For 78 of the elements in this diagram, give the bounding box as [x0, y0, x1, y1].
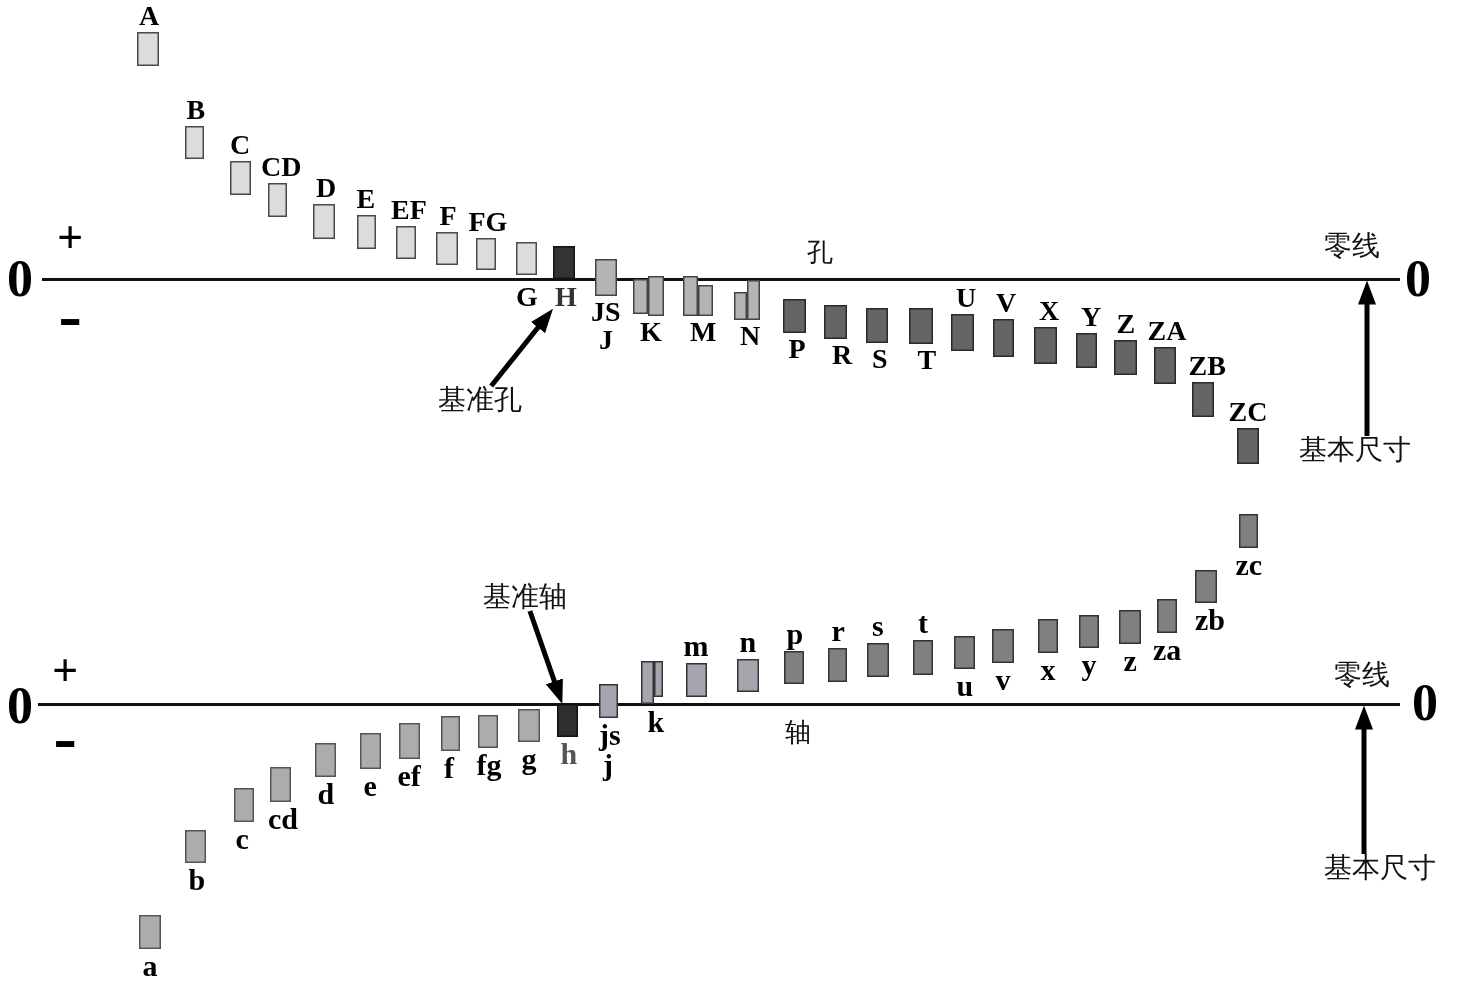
- bar-label: h: [560, 739, 578, 769]
- bar-label: ZA: [1147, 317, 1187, 345]
- bar-label: X: [1039, 297, 1060, 325]
- bar-label: fg: [476, 750, 502, 780]
- arrow: [1358, 280, 1376, 436]
- bar-label: e: [363, 771, 377, 801]
- bar-label: r: [831, 616, 845, 646]
- minus-sign: -: [58, 281, 82, 351]
- bar-label: j: [603, 750, 613, 780]
- bar-label: js: [599, 720, 621, 750]
- arrow: [489, 307, 555, 388]
- bar-label: Y: [1081, 303, 1102, 331]
- callout-text: 基准孔: [438, 386, 522, 414]
- bar-label: p: [786, 619, 804, 649]
- bar-label: FG: [468, 208, 508, 236]
- bar-label: u: [956, 671, 974, 701]
- bar-label: ef: [397, 761, 421, 791]
- line-label: 零线: [1324, 232, 1380, 260]
- bar-label: y: [1081, 650, 1097, 680]
- zero-label: 0: [1405, 253, 1431, 305]
- bar-label: v: [995, 665, 1011, 695]
- bar-label: K: [640, 318, 662, 346]
- bar-label: Z: [1116, 310, 1136, 338]
- bar-label: zc: [1235, 550, 1263, 580]
- bar-label: a: [142, 951, 158, 981]
- zero-label: 0: [7, 253, 33, 305]
- bar-label: x: [1040, 655, 1056, 685]
- bar-label: CD: [261, 153, 302, 181]
- bar-label: T: [917, 346, 937, 374]
- plus-sign: +: [57, 215, 84, 261]
- bar-label: JS: [591, 298, 621, 326]
- callout-text: 基本尺寸: [1299, 436, 1411, 464]
- arrow: [1355, 705, 1373, 854]
- bar-label: g: [521, 744, 537, 774]
- bar-label: C: [230, 131, 251, 159]
- zero-label: 0: [1412, 677, 1438, 729]
- line-label: 零线: [1334, 661, 1390, 689]
- zero-line: [38, 702, 1400, 706]
- region-label: 孔: [807, 240, 833, 266]
- bar-label: S: [872, 345, 888, 373]
- callout-text: 基准轴: [483, 583, 567, 611]
- bar-label: D: [316, 174, 337, 202]
- bar-label: z: [1123, 646, 1137, 676]
- bar-label: M: [690, 318, 717, 346]
- zero-line: [42, 277, 1400, 281]
- bar-label: F: [439, 202, 457, 230]
- callout-text: 基本尺寸: [1324, 854, 1436, 882]
- bar-label: cd: [268, 804, 298, 834]
- minus-sign: -: [53, 703, 77, 773]
- bar-label: b: [188, 865, 206, 895]
- bar-label: V: [996, 289, 1017, 317]
- bar-label: ZB: [1188, 352, 1226, 380]
- bar-label: R: [832, 341, 853, 369]
- arrow: [527, 610, 565, 705]
- bar-label: U: [956, 284, 977, 312]
- bar-label: zb: [1195, 605, 1225, 635]
- bar-label: A: [139, 2, 160, 30]
- bar-label: f: [444, 753, 454, 783]
- bar-label: B: [186, 96, 206, 124]
- bar-label: k: [647, 707, 665, 737]
- bar-label: n: [739, 627, 757, 657]
- bar-label: H: [555, 283, 577, 311]
- bar-label: t: [918, 608, 928, 638]
- bar-label: G: [516, 283, 538, 311]
- bar-label: s: [872, 611, 884, 641]
- region-label: 轴: [785, 720, 811, 746]
- bar-label: N: [740, 322, 761, 350]
- zero-label: 0: [7, 680, 33, 732]
- plus-sign: +: [52, 648, 79, 694]
- bar-label: P: [788, 335, 806, 363]
- bar-label: m: [683, 631, 709, 661]
- bar-label: c: [235, 824, 249, 854]
- bar-label: J: [599, 326, 613, 354]
- bar-label: E: [356, 185, 376, 213]
- bar-label: za: [1153, 635, 1182, 665]
- bar-label: ZC: [1228, 398, 1268, 426]
- bar-label: d: [317, 779, 335, 809]
- bar-label: EF: [391, 196, 427, 224]
